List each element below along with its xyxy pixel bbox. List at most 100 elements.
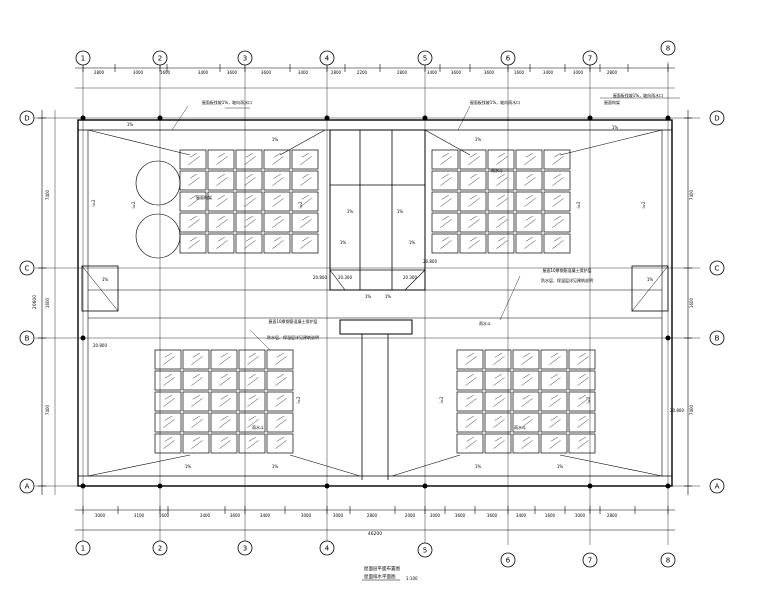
axis-bubble-bottom [319, 540, 335, 556]
slope-label: 1% [102, 277, 109, 282]
solar-panel [568, 349, 596, 370]
roof-drain-point [665, 115, 671, 121]
solar-panel [543, 149, 571, 170]
panel-hatch [275, 398, 287, 407]
axis-bubble-right [709, 260, 725, 276]
dim-text-top: 1600 [160, 70, 171, 75]
roof-drain-point [587, 115, 593, 121]
panel-hatch [522, 394, 530, 400]
solar-panel [487, 233, 515, 254]
panel-hatch [496, 219, 508, 228]
panel-hatch [301, 173, 309, 179]
panel-hatch [493, 398, 505, 407]
solar-panel [263, 212, 291, 233]
slope-label: 1% [272, 464, 279, 469]
panel-hatch [219, 377, 231, 386]
axis-bubble-bottom [237, 540, 253, 556]
note-drain: 雨水斗 [252, 424, 264, 430]
solar-panel [210, 391, 238, 412]
panel-hatch [468, 198, 480, 207]
panel-hatch [441, 215, 449, 221]
slope-arrow-label: i=2 [586, 396, 591, 403]
note-roof-slope: 屋面板找坡1%，坡向雨水口 [470, 99, 520, 105]
axis-bubble-bottom [152, 540, 168, 556]
solar-panel [487, 170, 515, 191]
panel-hatch [248, 373, 256, 379]
dim-text-bottom: 3100 [134, 513, 145, 518]
drain-slope-line [404, 269, 426, 291]
panel-hatch [247, 356, 259, 365]
axis-label-top: 6 [506, 55, 511, 63]
dim-text-top: 3400 [543, 70, 554, 75]
axis-bubble-bottom [417, 542, 433, 558]
solar-panel [512, 412, 540, 433]
axis-label-left: A [25, 483, 30, 491]
note-drain: 雨水斗 [514, 424, 526, 430]
panel-hatch [164, 394, 172, 400]
slope-label: 1% [185, 464, 192, 469]
panel-hatch [553, 194, 561, 200]
panel-hatch [524, 156, 536, 165]
dim-text-top: 2800 [607, 70, 618, 75]
roof-drain-point [665, 335, 671, 341]
solar-panel [291, 191, 319, 212]
panel-hatch [522, 415, 530, 421]
solar-panel [235, 233, 263, 254]
solar-panel [266, 412, 294, 433]
slope-arrow-label: i=2 [131, 201, 136, 208]
panel-hatch [550, 352, 558, 358]
dim-text-top: 1600 [514, 70, 525, 75]
solar-panel [540, 370, 568, 391]
panel-hatch [524, 177, 536, 186]
panel-hatch [300, 240, 312, 249]
solar-panel [515, 149, 543, 170]
panel-hatch [248, 352, 256, 358]
dim-text-bottom: 3600 [230, 513, 241, 518]
dim-text-top: 3400 [427, 70, 438, 75]
solar-panel [207, 149, 235, 170]
panel-hatch [273, 194, 281, 200]
solar-panel [487, 191, 515, 212]
solar-panel [484, 391, 512, 412]
panel-hatch [189, 152, 197, 158]
dim-text-left-total: 20600 [32, 295, 38, 309]
panel-hatch [300, 156, 312, 165]
roof-structure [339, 319, 413, 335]
panel-hatch [188, 219, 200, 228]
drain-slope-line [87, 454, 191, 477]
side-box [81, 265, 119, 312]
solar-panel [263, 149, 291, 170]
solar-panel [207, 212, 235, 233]
panel-hatch [466, 436, 474, 442]
roof-drain-point [422, 483, 428, 489]
solar-panel [263, 233, 291, 254]
panel-hatch [552, 219, 564, 228]
solar-panel [456, 391, 484, 412]
panel-hatch [273, 152, 281, 158]
equipment-circle [135, 160, 181, 206]
panel-hatch [494, 415, 502, 421]
solar-panel [238, 412, 266, 433]
level-label: 20.300 [403, 275, 417, 280]
solar-panel [456, 349, 484, 370]
panel-hatch [219, 398, 231, 407]
panel-hatch [247, 398, 259, 407]
panel-hatch [189, 173, 197, 179]
solar-panel [291, 149, 319, 170]
solar-panel [207, 233, 235, 254]
solar-panel [235, 191, 263, 212]
axis-label-top: 4 [325, 55, 330, 63]
equipment-circle [135, 213, 181, 259]
dim-text-bottom: 3000 [430, 513, 441, 518]
panel-hatch [189, 236, 197, 242]
dim-text-top: 2800 [397, 70, 408, 75]
axis-bubble-top [152, 50, 168, 66]
leader-line [457, 105, 471, 131]
axis-bubble-right [709, 478, 725, 494]
panel-hatch [524, 198, 536, 207]
slope-label: 1% [647, 277, 654, 282]
panel-hatch [217, 215, 225, 221]
panel-hatch [493, 356, 505, 365]
solar-panel [154, 391, 182, 412]
dim-text-bottom: 3000 [333, 513, 344, 518]
